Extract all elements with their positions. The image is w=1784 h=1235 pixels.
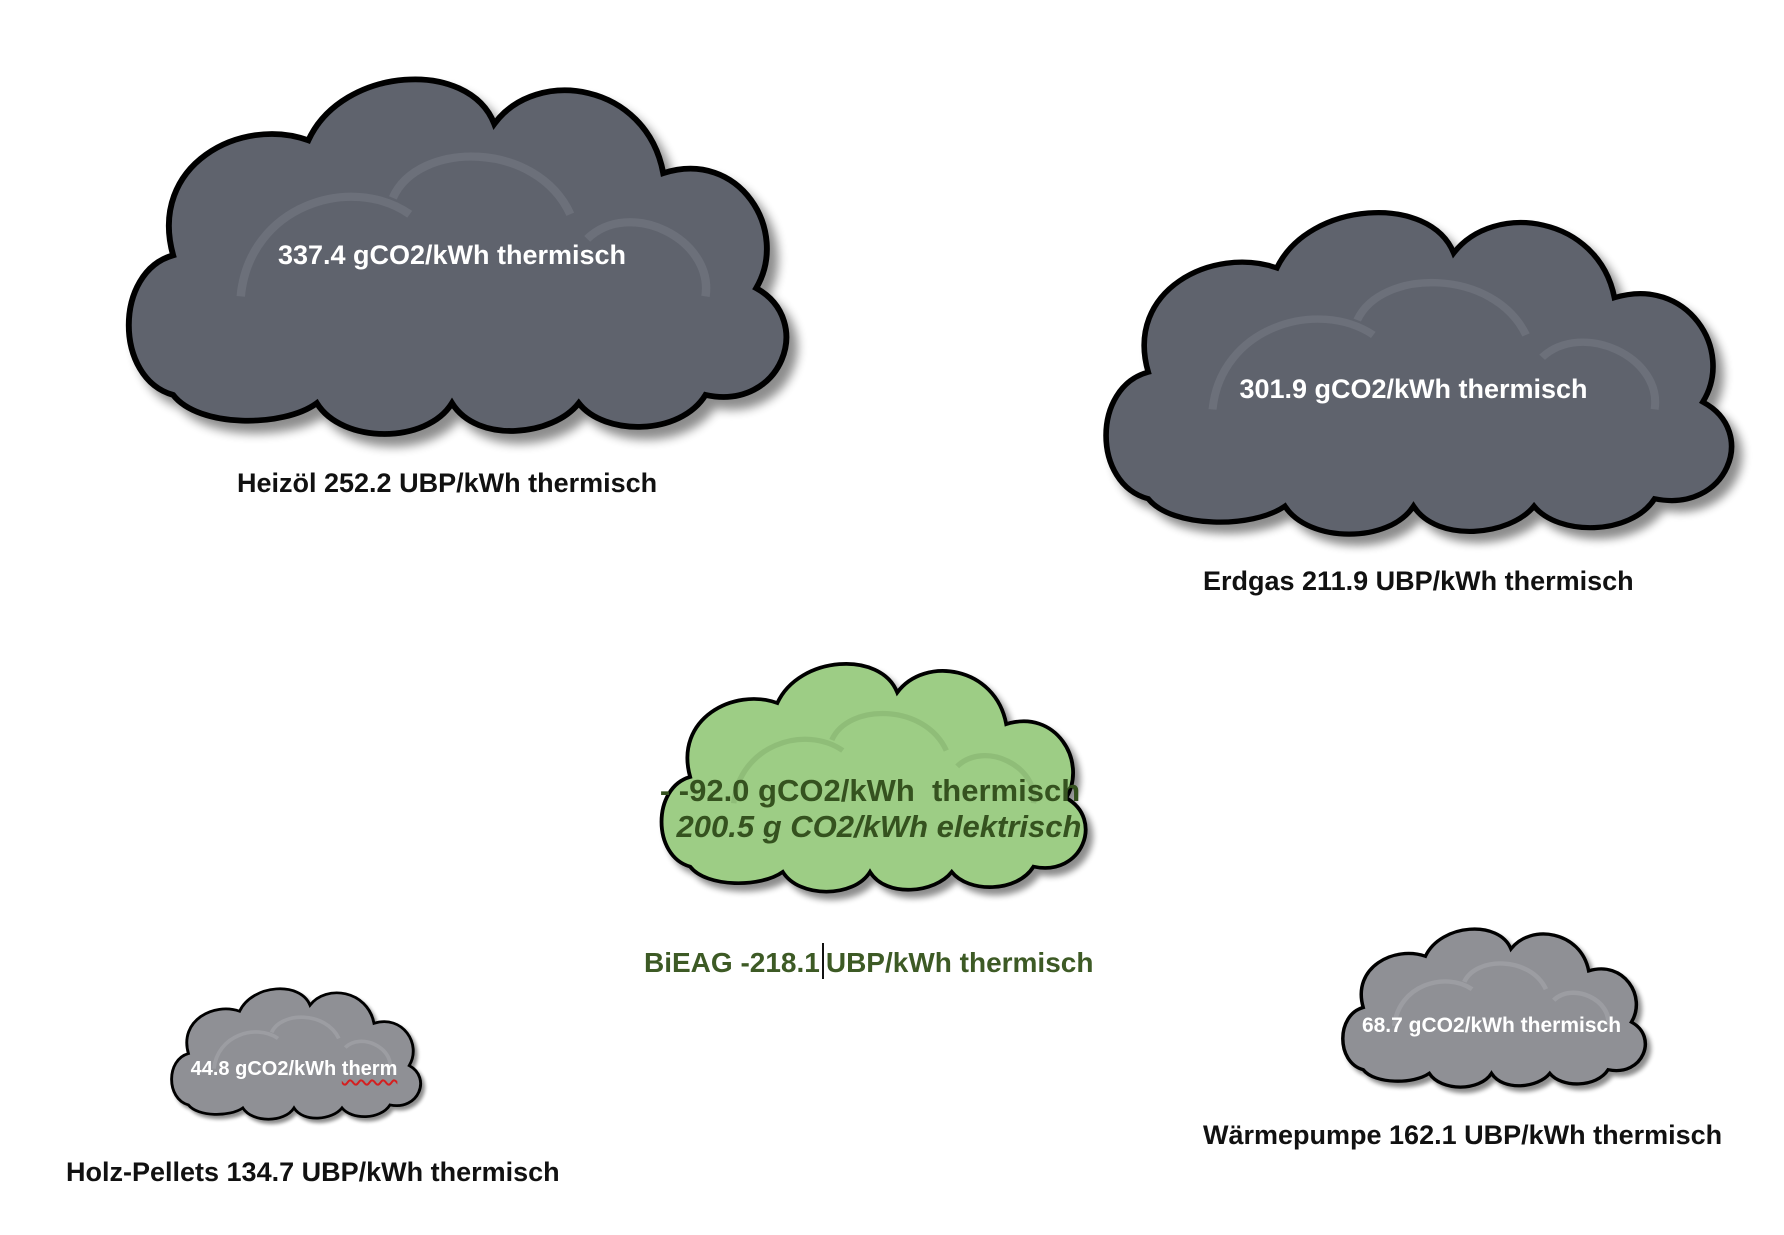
caption-erdgas: Erdgas 211.9 UBP/kWh thermisch — [1203, 566, 1634, 596]
co2-erdgas: 301.9 gCO2/kWh thermisch — [1239, 374, 1588, 404]
cloud-bieag-shape — [659, 661, 1088, 894]
cloud-holz-pellets: 44.8 gCO2/kWh therm — [166, 978, 423, 1121]
cloud-waermepumpe-shape — [1341, 927, 1648, 1089]
cloud-holz-pellets-shape — [170, 987, 423, 1121]
cloud-heizoel: 337.4 gCO2/kWh thermisch — [114, 50, 790, 436]
cloud-waermepumpe: 68.7 gCO2/kWh thermisch — [1336, 916, 1648, 1089]
text-cursor — [821, 943, 824, 979]
caption-bieag-value: BiEAG -218.1 — [644, 947, 820, 978]
co2-holz-pellets-unit: therm — [341, 1058, 398, 1080]
cloud-bieag: - -92.0 gCO2/kWh thermisch 200.5 g CO2/k… — [652, 645, 1088, 894]
co2-holz-pellets-value: 44.8 gCO2/kWh — [190, 1058, 342, 1080]
caption-heizoel: Heizöl 252.2 UBP/kWh thermisch — [237, 468, 658, 498]
co2-bieag-thermisch: - -92.0 gCO2/kWh thermisch — [659, 773, 1081, 808]
cloud-heizoel-shape — [114, 50, 790, 436]
co2-holz-pellets: 44.8 gCO2/kWh therm — [166, 1058, 422, 1081]
cloud-erdgas-shape — [1092, 186, 1735, 536]
caption-waermepumpe: Wärmepumpe 162.1 UBP/kWh thermisch — [1203, 1120, 1723, 1150]
co2-bieag-elektrisch: 200.5 g CO2/kWh elektrisch — [676, 809, 1082, 844]
caption-holz-pellets: Holz-Pellets 134.7 UBP/kWh thermisch — [66, 1157, 560, 1187]
co2-heizoel: 337.4 gCO2/kWh thermisch — [277, 240, 627, 270]
co2-waermepumpe: 68.7 gCO2/kWh thermisch — [1361, 1014, 1622, 1037]
caption-bieag-unit: UBP/kWh thermisch — [825, 947, 1094, 978]
cloud-erdgas: 301.9 gCO2/kWh thermisch — [1092, 186, 1735, 536]
